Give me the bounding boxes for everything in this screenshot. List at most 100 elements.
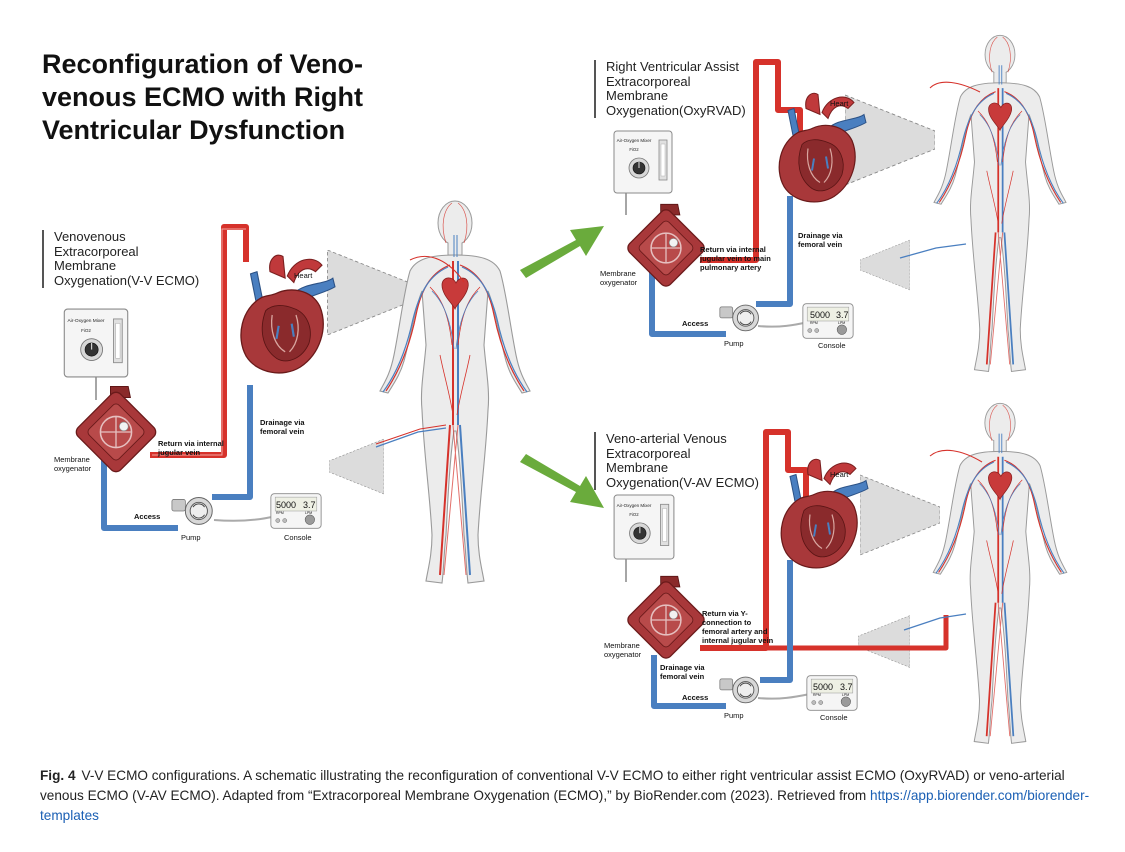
oxyrvad-title-line: Membrane [606, 88, 669, 103]
oxyrvad-mixer-fio2: FiO2 [629, 147, 639, 152]
vv-return-line [150, 224, 249, 458]
vv-console-flow-unit: LPM [305, 511, 312, 515]
oxyrvad-pump [719, 304, 759, 332]
vv-patient-body [378, 199, 532, 585]
vv-zoom-cone-bottom [329, 438, 384, 495]
vv-femoral-cannula [375, 427, 447, 448]
oxyrvad-drainage-line [756, 196, 793, 307]
vv-heart-label: Heart [294, 271, 313, 280]
vav-return-label: Return via Y- [702, 609, 748, 618]
vv-console-rpm-unit: RPM [276, 511, 284, 515]
vv-title-line: Extracorporeal [54, 243, 139, 259]
oxyrvad-return-label: Return via internal [700, 245, 766, 254]
vv-return-highlight [152, 228, 246, 456]
oxyrvad-drainage-label: femoral vein [798, 240, 843, 249]
vv-drainage-label: Drainage via [260, 418, 305, 427]
oxyrvad-return-label: pulmonary artery [700, 263, 762, 272]
oxyrvad-oxygenator-label: Membrane [600, 269, 636, 278]
vav-jugular-cannula [929, 449, 983, 463]
vav-return-label: connection to [702, 618, 752, 627]
vav-console-rpm: 5000 [813, 682, 833, 692]
oxyrvad-membrane-oxygenator [624, 203, 708, 290]
vv-console-rpm: 5000 [276, 500, 296, 510]
vav-patient-body [931, 401, 1069, 745]
vav-femoral-artery-line [766, 615, 949, 651]
main-title: Reconfiguration of Veno-venous ECMO with… [42, 49, 363, 145]
oxyrvad-console-flow: 3.7 [836, 310, 849, 320]
vav-access-line [651, 655, 726, 709]
vav-heart-label: Heart [830, 470, 849, 479]
vv-drainage-line [212, 385, 253, 500]
vv-access-line [101, 455, 178, 531]
vv-title-line: Venovenous [54, 229, 126, 244]
vav-panel-title: Veno-arterial Venous Extracorporeal Memb… [594, 431, 759, 490]
oxyrvad-access-line [649, 260, 726, 337]
vav-zoom-cone-top [860, 474, 940, 556]
oxyrvad-pump-label: Pump [724, 339, 744, 348]
vav-drainage-label: femoral vein [660, 672, 705, 681]
vav-drainage-line [760, 560, 793, 683]
figure-caption-label: Fig. 4 [40, 768, 76, 783]
vv-access-label: Access [134, 512, 160, 521]
oxyrvad-title-line: Extracorporeal [606, 73, 691, 89]
oxyrvad-return-label: jugular vein to main [699, 254, 771, 263]
vv-heart [239, 254, 337, 375]
arrow-to-vav [520, 454, 604, 508]
vav-console-rpm-unit: RPM [813, 693, 821, 697]
vav-console-flow: 3.7 [840, 682, 853, 692]
vv-drainage-label: femoral vein [260, 427, 305, 436]
vav-mixer-fio2: FiO2 [629, 512, 639, 517]
oxyrvad-heart-label: Heart [830, 99, 849, 108]
vv-return-label: Return via internal [158, 439, 224, 448]
vav-title-line: Oxygenation(V-AV ECMO) [606, 474, 759, 490]
oxyrvad-drainage-label: Drainage via [798, 231, 843, 240]
vv-femoral-cannula-red [375, 424, 447, 445]
oxyrvad-console-rpm: 5000 [810, 310, 830, 320]
vv-return-label: jugular vein [157, 448, 201, 457]
oxyrvad-femoral-cannula [899, 243, 967, 259]
vv-console-cable [213, 515, 277, 522]
vv-oxygenator-label: oxygenator [54, 464, 92, 473]
oxyrvad-console-label: Console [818, 341, 846, 350]
vv-title-line: Oxygenation(V-V ECMO) [54, 272, 200, 288]
oxyrvad-return-line [700, 59, 803, 263]
vav-return-label: internal jugular vein [702, 636, 774, 645]
vv-jugular-cannula [409, 255, 465, 283]
vv-title-line: Membrane [54, 258, 117, 273]
figure-caption-text: V-V ECMO configurations. A schematic ill… [40, 768, 1065, 803]
vv-pump [171, 496, 213, 525]
oxyrvad-console-rpm-unit: RPM [810, 321, 818, 325]
vv-panel-title: Venovenous Extracorporeal Membrane Oxyge… [42, 229, 200, 288]
vav-drainage-label: Drainage via [660, 663, 705, 672]
vav-access-label: Access [682, 693, 708, 702]
vav-mixer-title: Air-Oxygen Mixer [617, 503, 652, 508]
oxyrvad-title-line: Oxygenation(OxyRVAD) [606, 102, 746, 118]
oxyrvad-oxygenator-label: oxygenator [600, 278, 638, 287]
oxyrvad-jugular-cannula [929, 81, 981, 93]
vav-panel: Air-Oxygen Mixer FiO2 5000 RPM 3.7 LPM H… [604, 401, 1069, 745]
vav-console-flow-unit: LPM [842, 693, 849, 697]
vav-oxygenator-label: Membrane [604, 641, 640, 650]
vav-zoom-cone-bottom [858, 615, 910, 668]
vav-heart [780, 458, 870, 569]
oxyrvad-patient-body [932, 33, 1068, 373]
vv-console-label: Console [284, 533, 312, 542]
vav-title-line: Veno-arterial Venous [606, 431, 727, 446]
vav-title-line: Membrane [606, 460, 669, 475]
oxyrvad-zoom-cone-top [845, 94, 935, 186]
oxyrvad-access-label: Access [682, 319, 708, 328]
oxyrvad-console-cable [757, 321, 809, 328]
vv-mixer-title: Air-Oxygen Mixer [67, 318, 104, 324]
oxyrvad-panel: Air-Oxygen Mixer FiO2 5000 RPM 3.7 LPM H… [600, 33, 1068, 373]
figure-caption-link[interactable]: https://app.biorender.com/biorender-temp… [40, 788, 1090, 823]
vav-pump-label: Pump [724, 711, 744, 720]
arrow-to-oxyrvad [520, 226, 604, 278]
oxyrvad-console-flow-unit: LPM [838, 321, 845, 325]
oxyrvad-zoom-cone-bottom [860, 239, 910, 291]
vv-mixer-fio2: FiO2 [81, 328, 91, 333]
oxyrvad-title-line: Right Ventricular Assist [606, 59, 739, 74]
vv-panel: Air-Oxygen Mixer FiO2 5000 RPM 3.7 LPM H… [54, 199, 532, 585]
vav-oxygenator-label: oxygenator [604, 650, 642, 659]
vav-title-line: Extracorporeal [606, 445, 691, 461]
